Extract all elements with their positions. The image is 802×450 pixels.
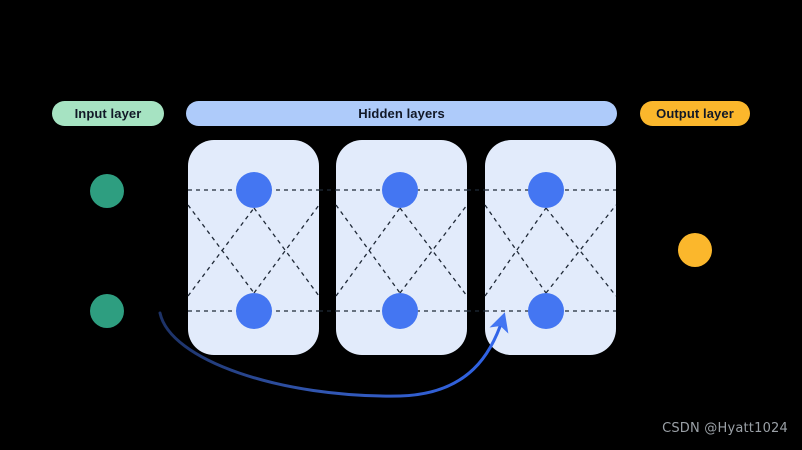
output-node-1 xyxy=(678,233,712,267)
output-layer-label-text: Output layer xyxy=(656,106,734,121)
input-node-1 xyxy=(90,174,124,208)
hidden-layers-label-text: Hidden layers xyxy=(358,106,445,121)
hidden-layer-1-node-bottom xyxy=(236,293,272,329)
input-node-2 xyxy=(90,294,124,328)
hidden-layer-2-node-bottom xyxy=(382,293,418,329)
hidden-layer-1-node-top xyxy=(236,172,272,208)
input-layer-label: Input layer xyxy=(52,101,164,126)
watermark: CSDN @Hyatt1024 xyxy=(662,421,788,436)
input-layer-label-text: Input layer xyxy=(74,106,142,121)
hidden-layers-label: Hidden layers xyxy=(186,101,617,126)
hidden-layer-3-node-top xyxy=(528,172,564,208)
hidden-layer-2-node-top xyxy=(382,172,418,208)
output-layer-label: Output layer xyxy=(640,101,750,126)
hidden-layer-3-node-bottom xyxy=(528,293,564,329)
